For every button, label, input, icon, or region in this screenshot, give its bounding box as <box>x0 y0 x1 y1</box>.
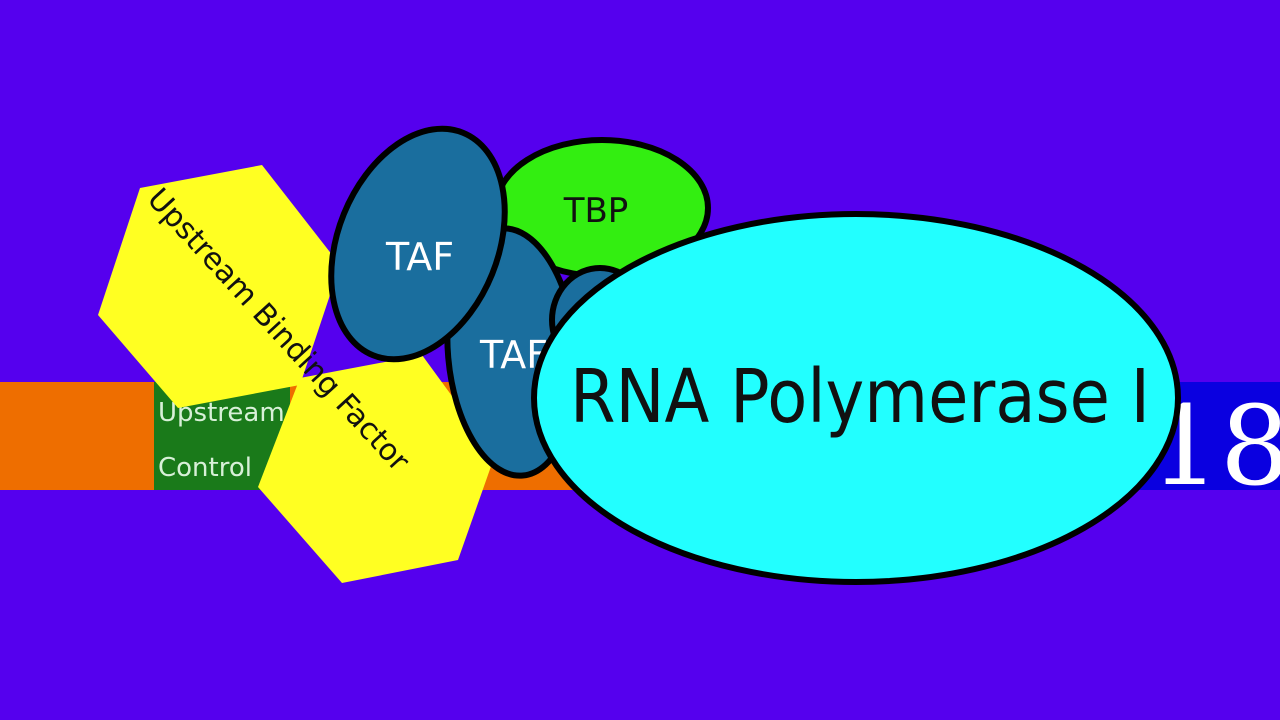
dna-orange-left <box>0 382 156 490</box>
upstream-binding-factor-hexagon-bottom <box>258 355 495 583</box>
rna-polymerase-label: RNA Polymerase I <box>570 354 1150 440</box>
tbp-label: TBP <box>563 191 629 231</box>
rna-polymerase-protein <box>531 211 1181 585</box>
taf-label-1: TAF <box>385 235 454 279</box>
upstream-binding-factor-hexagon-top <box>98 165 340 408</box>
taf-protein-1 <box>328 125 508 363</box>
upstream-control-label-line2: Control <box>158 453 252 483</box>
